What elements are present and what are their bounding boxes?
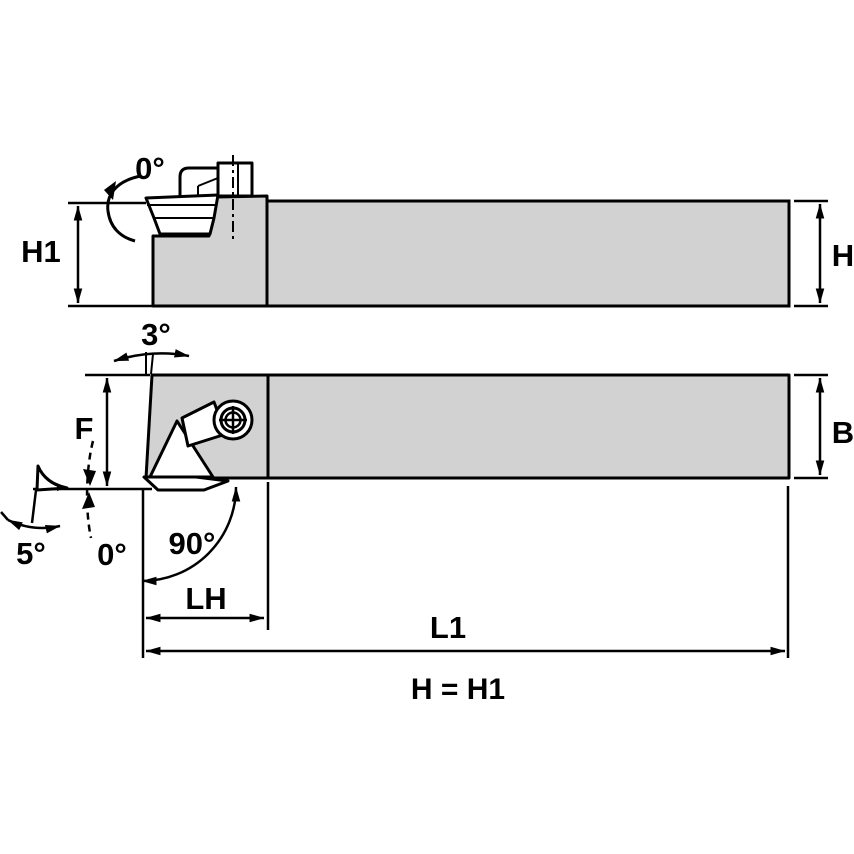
dim-l1: L1: [145, 486, 790, 658]
h1-label: H1: [21, 234, 61, 269]
lead-angle-arc: [113, 349, 190, 363]
h-label: H: [832, 238, 854, 273]
f-label: F: [75, 411, 94, 446]
angle-5deg: 5°: [0, 464, 69, 571]
plan-view: 3° F B 5°: [0, 317, 854, 658]
side-rake-angle-label: 0°: [135, 151, 165, 186]
clearance-angle-arc: [7, 518, 61, 534]
b-extension-lines: [794, 373, 828, 480]
clearance-wedge-arrowhead: [57, 483, 66, 491]
clamp-side: [178, 166, 220, 199]
plan-rake-angle-label: 0°: [97, 537, 127, 572]
insert-tip-plan: [142, 475, 230, 492]
h-extension-lines: [794, 199, 828, 308]
tool-body-plan: [144, 373, 791, 480]
clearance-leader: [30, 489, 38, 524]
b-label: B: [832, 415, 854, 450]
rake-angle-arc: [106, 174, 142, 243]
plan-rake-arc: [85, 440, 95, 539]
dim-f: F: [75, 373, 150, 487]
lh-label: LH: [185, 581, 226, 616]
angle-0-top: 0°: [104, 151, 165, 243]
angle-0-bottom: 0°: [82, 440, 127, 572]
lead-angle-ticks: [145, 352, 154, 375]
corner-angle-arc: [141, 486, 241, 586]
insert-side-facets: [147, 204, 217, 219]
height-equality-note: H = H1: [411, 673, 505, 706]
tool-shank-side: [265, 199, 791, 308]
rake-angle-arrowhead: [104, 181, 116, 200]
clamp-screw-side: [216, 161, 254, 198]
corner-angle-label: 90°: [169, 526, 216, 561]
dim-lh: LH: [141, 482, 270, 658]
angle-90: 90°: [141, 486, 241, 586]
clearance-angle-label: 5°: [16, 536, 46, 571]
h1-extension-lines: [68, 201, 153, 308]
dim-b: B: [794, 373, 854, 480]
plan-rake-arrowhead-upper: [83, 469, 96, 486]
side-view: 0° H1 H: [21, 151, 854, 308]
plan-rake-arrowhead-lower: [82, 492, 95, 509]
dim-h: H: [794, 199, 854, 308]
l1-label: L1: [430, 610, 466, 645]
screw-crosshair: [219, 406, 247, 434]
dim-h1: H1: [21, 201, 153, 308]
insert-side: [144, 193, 220, 236]
clearance-arc-tail: [0, 511, 9, 521]
lead-angle-label: 3°: [141, 317, 171, 352]
dim-3deg: 3°: [113, 317, 190, 375]
